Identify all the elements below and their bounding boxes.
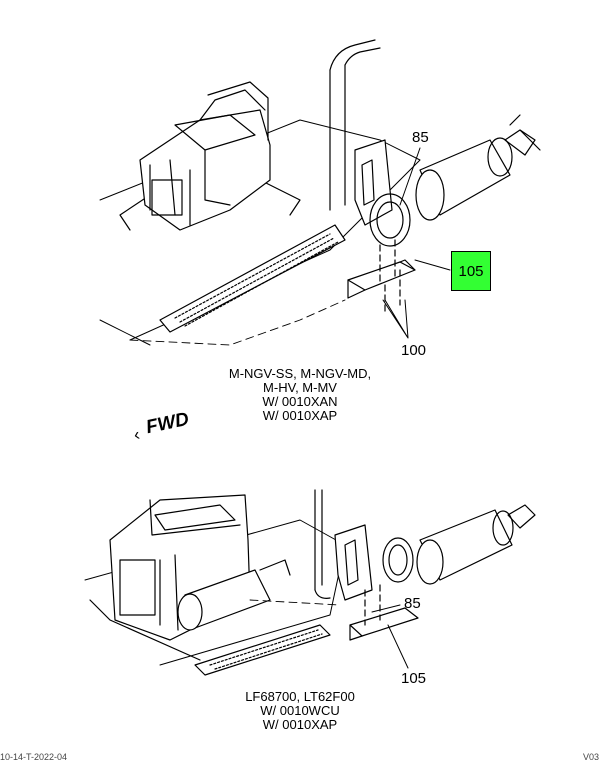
top-assembly-drawing bbox=[99, 39, 541, 346]
bottom-diagram-caption: LF68700, LT62F00 W/ 0010WCU W/ 0010XAP bbox=[150, 690, 450, 732]
footer-left: 10-14-T-2022-04 bbox=[0, 752, 68, 762]
callout-105-label: 105 bbox=[458, 262, 484, 280]
top-caption-line-4: W/ 0010XAP bbox=[262, 408, 338, 423]
callout-105-bottom: 105 bbox=[401, 670, 427, 687]
bottom-caption-line-1: LF68700, LT62F00 bbox=[245, 689, 355, 704]
callout-85-top: 85 bbox=[412, 129, 429, 146]
footer-right: V03 bbox=[583, 752, 600, 762]
top-diagram-caption: M-NGV-SS, M-NGV-MD, M-HV, M-MV W/ 0010XA… bbox=[150, 367, 450, 423]
bottom-caption-line-3: W/ 0010XAP bbox=[262, 717, 338, 732]
callout-105-hotspot[interactable]: 105 bbox=[451, 251, 491, 291]
callout-85-bottom: 85 bbox=[404, 595, 421, 612]
top-caption-line-3: W/ 0010XAN bbox=[262, 394, 338, 409]
top-caption-line-1: M-NGV-SS, M-NGV-MD, bbox=[228, 366, 372, 381]
bottom-caption-line-2: W/ 0010WCU bbox=[260, 703, 340, 718]
callout-100-top: 100 bbox=[401, 342, 427, 359]
top-caption-line-2: M-HV, M-MV bbox=[263, 380, 337, 395]
